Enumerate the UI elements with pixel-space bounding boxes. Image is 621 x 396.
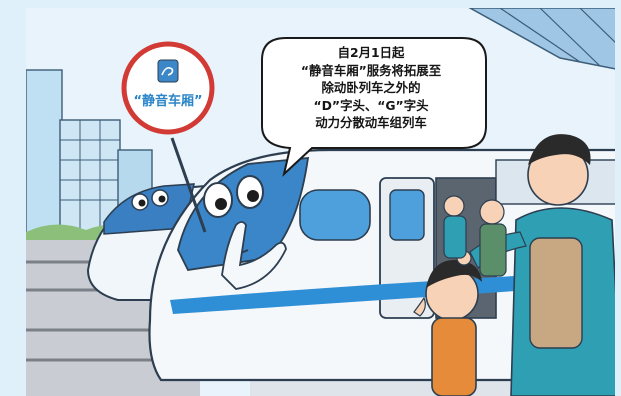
speech-line: 自2月1日起 (337, 45, 405, 60)
station-roof (467, 7, 621, 71)
speech-bubble (261, 37, 487, 177)
speech-line: “D”字头、“G”字头 (313, 97, 429, 113)
speech-bubble-text: 自2月1日起 “静音车厢”服务将拓展至 除动卧列车之外的 “D”字头、“G”字头… (268, 44, 474, 132)
sign-label: “静音车厢” (133, 94, 203, 109)
quiet-carriage-sign (121, 41, 215, 135)
speech-line: 除动卧列车之外的 (321, 80, 421, 96)
speech-line: “静音车厢”服务将拓展至 (300, 62, 442, 78)
quiet-carriage-icon (157, 59, 179, 83)
background-passengers (443, 195, 507, 277)
child-figure (413, 259, 482, 396)
speech-line: 动力分散动车组列车 (315, 115, 427, 131)
